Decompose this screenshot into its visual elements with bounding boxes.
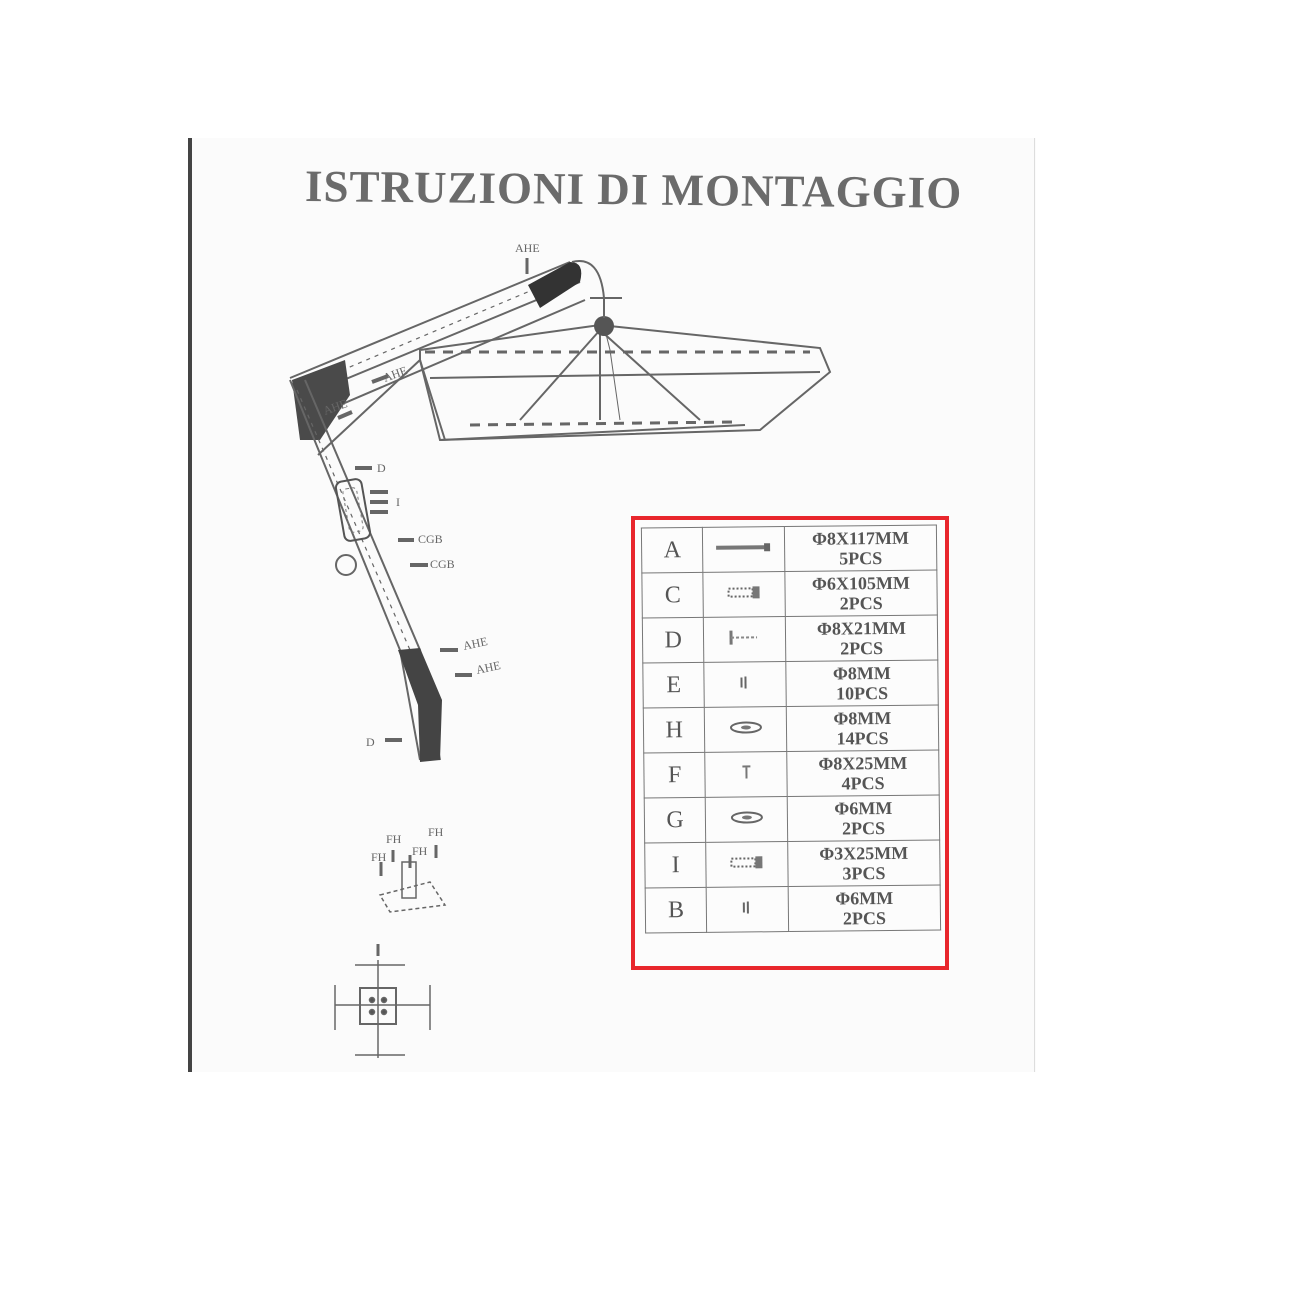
crank-slot: [342, 487, 364, 533]
part-quantity: 2PCS: [842, 908, 887, 929]
label-fh-2: FH: [428, 825, 444, 839]
label-i: I: [396, 495, 400, 509]
part-letter: H: [643, 707, 706, 754]
pole-bottom-sleeve: [398, 648, 442, 762]
part-size: Φ8X117MM: [811, 527, 910, 549]
thumb-screw-icon: [703, 616, 786, 663]
label-ahe-lower-2: AHE: [475, 658, 502, 677]
part-letter: C: [641, 572, 704, 619]
part-quantity: 4PCS: [841, 773, 885, 794]
label-d-upper: D: [377, 461, 386, 475]
long-bolt-icon: [702, 526, 785, 573]
label-fh-3: FH: [371, 850, 387, 864]
part-quantity: 2PCS: [841, 818, 886, 839]
part-quantity: 5PCS: [839, 548, 883, 569]
part-quantity: 2PCS: [839, 593, 883, 614]
hardware-marks: [337, 258, 529, 876]
part-size: Φ8X25MM: [818, 752, 908, 774]
part-size: Φ8X21MM: [816, 617, 906, 639]
part-letter: I: [644, 842, 707, 889]
cross-base: [334, 944, 431, 1058]
label-ahe-top: AHE: [515, 241, 540, 255]
part-letter: B: [645, 887, 708, 934]
washer-icon: [705, 796, 788, 843]
part-quantity: 14PCS: [836, 727, 889, 749]
part-letter: E: [642, 662, 705, 709]
label-d-lower: D: [366, 735, 375, 749]
nut-icon: [706, 886, 789, 933]
sheet-edge-right: [1034, 138, 1035, 1072]
base-plate: [378, 861, 447, 913]
label-fh-4: FH: [412, 844, 428, 858]
label-fh-1: FH: [386, 832, 402, 846]
sheet-edge: [188, 138, 192, 1072]
part-size: Φ6MM: [835, 887, 894, 909]
bolt-icon: [703, 571, 786, 618]
part-letter: D: [642, 617, 705, 664]
part-letter: F: [643, 752, 706, 799]
nut-icon: [704, 661, 787, 708]
crank-housing: [334, 478, 372, 542]
clamp-knob: [335, 554, 357, 576]
canopy-hub: [594, 316, 614, 336]
part-size: Φ8MM: [832, 662, 891, 684]
short-screw-icon: [705, 751, 788, 798]
part-size: Φ6X105MM: [811, 572, 911, 594]
bolt-icon: [706, 841, 789, 888]
part-size: Φ3X25MM: [819, 842, 909, 864]
part-size: Φ6MM: [834, 797, 893, 819]
part-letter: G: [644, 797, 707, 844]
part-quantity: 3PCS: [842, 863, 886, 884]
upper-arm-end-cap: [528, 262, 582, 308]
part-quantity: 10PCS: [835, 682, 889, 704]
label-cgb-1: CGB: [418, 532, 443, 546]
part-size: Φ8MM: [833, 707, 892, 729]
label-ahe-lower-1: AHE: [462, 634, 489, 653]
washer-icon: [704, 706, 787, 753]
label-cgb-2: CGB: [430, 557, 455, 571]
part-quantity: 2PCS: [840, 638, 884, 659]
part-letter: A: [641, 527, 704, 574]
canopy: [419, 323, 832, 442]
